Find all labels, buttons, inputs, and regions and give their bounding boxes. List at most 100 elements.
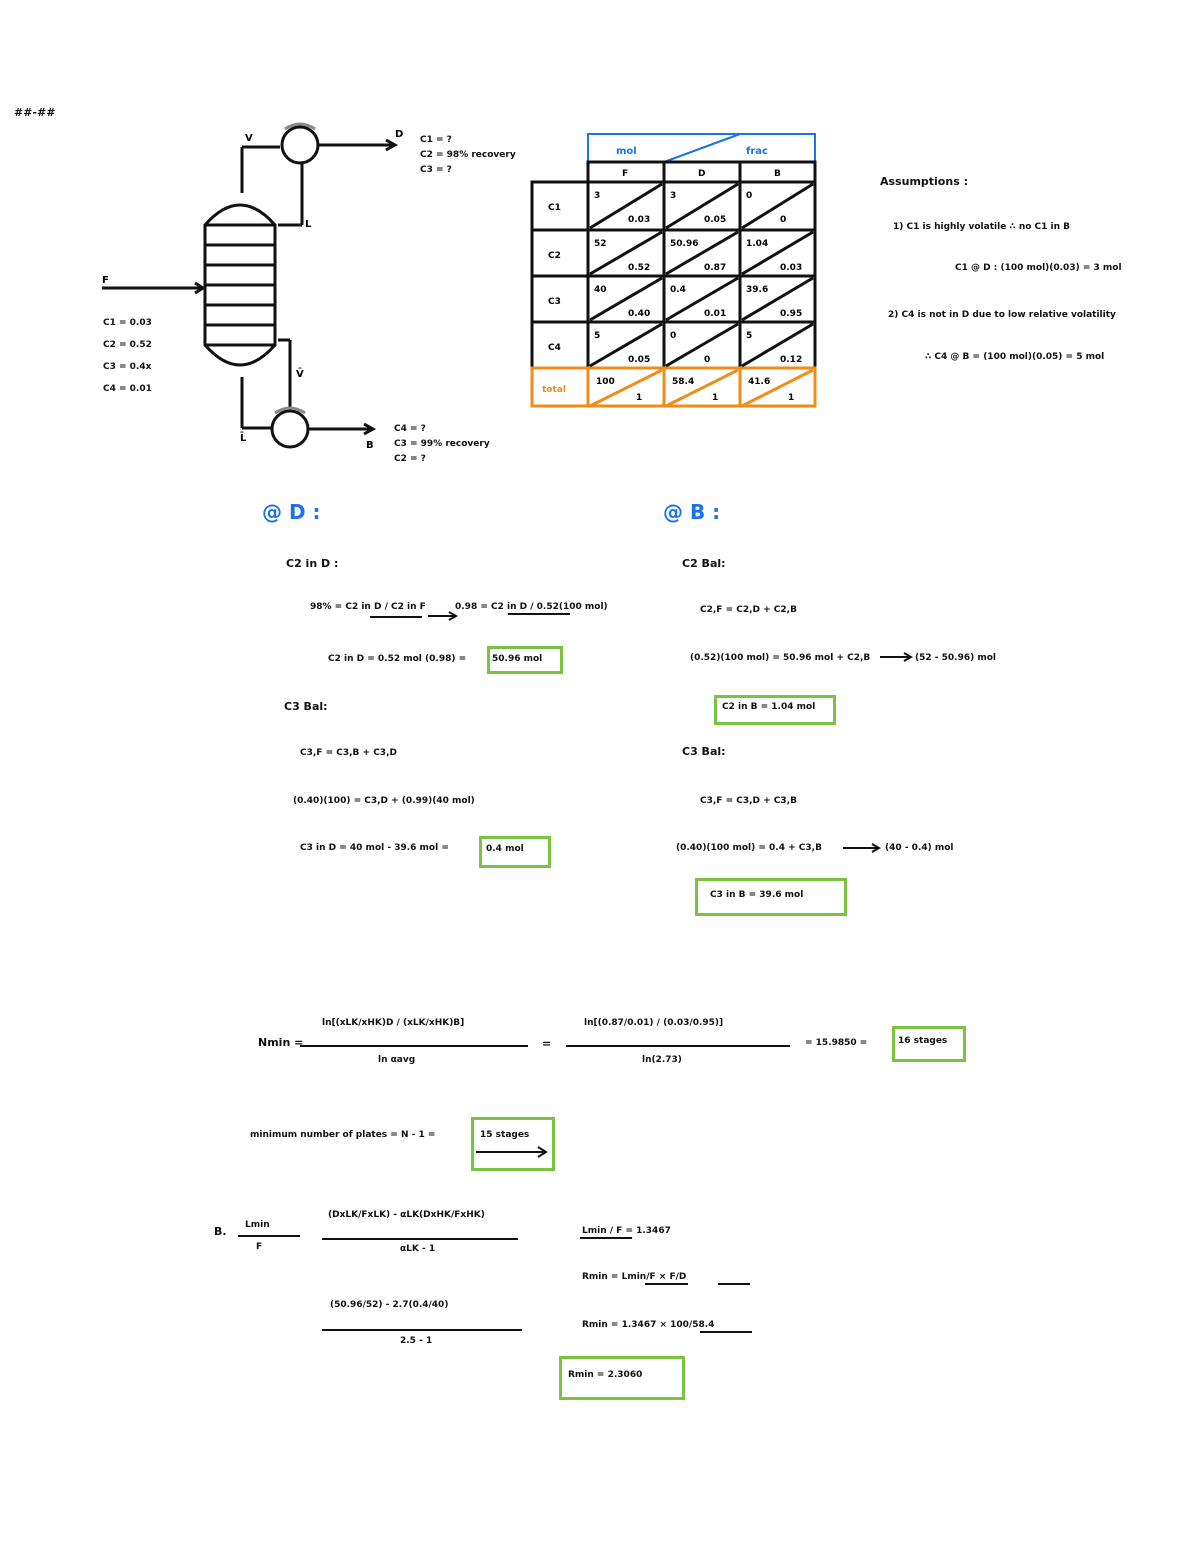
- table-total-mol: 58.4: [672, 377, 694, 387]
- underwood-rhs2-num: (50.96/52) - 2.7(0.4/40): [330, 1300, 449, 1310]
- underwood-rhs2-den: 2.5 - 1: [400, 1336, 433, 1346]
- assumption-line: 2) C4 is not in D due to low relative vo…: [888, 310, 1116, 320]
- table-cell-frac: 0.12: [780, 355, 802, 365]
- underwood-rhs-num: (DxLK/FxLK) - αLK(DxHK/FxHK): [328, 1210, 485, 1220]
- underwood-rhs-den: αLK - 1: [400, 1244, 436, 1254]
- b-eq4: (0.40)(100 mol) = 0.4 + C3,B: [676, 843, 822, 853]
- bottom-liquid-label: L̄: [239, 431, 247, 444]
- feed-comp-line: C2 = 0.52: [103, 340, 152, 350]
- table-cell-mol: 5: [746, 331, 752, 341]
- table-row-label: C2: [548, 251, 561, 261]
- table-cell-frac: 0.05: [628, 355, 650, 365]
- table-col-header: F: [622, 169, 628, 179]
- table-cell-frac: 0: [704, 355, 710, 365]
- feed-comp-line: C1 = 0.03: [103, 318, 152, 328]
- table-total-label: total: [542, 385, 566, 395]
- table-total-frac: 1: [636, 393, 642, 403]
- d-eq5: C3 in D = 40 mol - 39.6 mol =: [300, 843, 449, 853]
- fenske-den2: ln(2.73): [642, 1055, 682, 1065]
- table-cell-frac: 0.95: [780, 309, 802, 319]
- b-eq2b: (52 - 50.96) mol: [915, 653, 996, 663]
- table-cell-mol: 0.4: [670, 285, 686, 295]
- table-cell-mol: 5: [594, 331, 600, 341]
- table-total-mol: 41.6: [748, 377, 770, 387]
- d-c3-subheading: C3 Bal:: [284, 700, 328, 713]
- table-total-frac: 1: [712, 393, 718, 403]
- assumptions-title: Assumptions :: [880, 175, 968, 188]
- answer-box: [695, 878, 847, 916]
- table-cell-frac: 0.03: [780, 263, 802, 273]
- bottoms-label: B: [366, 440, 374, 451]
- group-left-label: mol: [616, 146, 637, 157]
- bottoms-spec: C4 = ? C3 = 99% recovery C2 = ?: [394, 422, 490, 467]
- d-c2-subheading: C2 in D :: [286, 557, 339, 570]
- assumption-line: 1) C1 is highly volatile ∴ no C1 in B: [893, 222, 1071, 232]
- spec-line: C2 = ?: [394, 454, 426, 464]
- d-eq3: C3,F = C3,B + C3,D: [300, 748, 397, 758]
- distillation-column-diagram: V L D F V̄ L̄ B: [102, 122, 403, 451]
- underwood-r3: Rmin = 1.3467 × 100/58.4: [582, 1320, 715, 1330]
- table-cell-mol: 3: [670, 191, 676, 201]
- fenske-result: = 15.9850 =: [805, 1038, 868, 1048]
- spec-line: C3 = ?: [420, 165, 452, 175]
- spec-line: C3 = 99% recovery: [394, 439, 490, 449]
- at-b-heading: @ B :: [663, 500, 721, 524]
- table-cell-frac: 0.40: [628, 309, 650, 319]
- table-cell-frac: 0.03: [628, 215, 650, 225]
- table-cell-mol: 39.6: [746, 285, 768, 295]
- b-eq1: C2,F = C2,D + C2,B: [700, 605, 797, 615]
- feed-label: F: [102, 275, 109, 286]
- table-cell-mol: 1.04: [746, 239, 768, 249]
- b-c2-subheading: C2 Bal:: [682, 557, 726, 570]
- spec-line: C4 = ?: [394, 424, 426, 434]
- fenske-ans: 16 stages: [898, 1036, 948, 1046]
- answer-box: [471, 1117, 555, 1171]
- d-eq1b: 0.98 = C2 in D / 0.52(100 mol): [455, 602, 608, 612]
- page-label: ##-##: [14, 106, 56, 119]
- b-ans1: C2 in B = 1.04 mol: [722, 702, 816, 712]
- bottom-vapor-label: V̄: [296, 367, 304, 380]
- answer-box: [892, 1026, 966, 1062]
- fenske-num2: ln[(0.87/0.01) / (0.03/0.95)]: [584, 1018, 724, 1028]
- table-col-header: B: [774, 169, 781, 179]
- table-cell-mol: 40: [594, 285, 607, 295]
- spec-line: C2 = 98% recovery: [420, 150, 516, 160]
- table-cell-frac: 0.01: [704, 309, 726, 319]
- table-cell-frac: 0.87: [704, 263, 726, 273]
- table-cell-mol: 0: [670, 331, 676, 341]
- table-cell-mol: 3: [594, 191, 600, 201]
- underwood-label: B.: [214, 1225, 227, 1238]
- distillate-label: D: [395, 129, 403, 140]
- assumption-line: C1 @ D : (100 mol)(0.03) = 3 mol: [955, 263, 1122, 273]
- underwood-lhs-num: Lmin: [245, 1220, 270, 1230]
- feed-comp-line: C3 = 0.4x: [103, 362, 152, 372]
- table-row-label: C1: [548, 203, 561, 213]
- b-c3-subheading: C3 Bal:: [682, 745, 726, 758]
- at-d-heading: @ D :: [262, 500, 321, 524]
- b-eq3: C3,F = C3,D + C3,B: [700, 796, 797, 806]
- underwood-ans: Rmin = 2.3060: [568, 1370, 643, 1380]
- b-eq2: (0.52)(100 mol) = 50.96 mol + C2,B: [690, 653, 871, 663]
- table-cell-mol: 52: [594, 239, 607, 249]
- feed-composition: C1 = 0.03 C2 = 0.52 C3 = 0.4x C4 = 0.01: [103, 312, 152, 400]
- vapor-label: V: [245, 133, 253, 144]
- underwood-lhs-den: F: [256, 1242, 263, 1252]
- b-eq4b: (40 - 0.4) mol: [885, 843, 954, 853]
- plates-ans: 15 stages: [480, 1130, 530, 1140]
- table-cell-frac: 0: [780, 215, 786, 225]
- fenske-eq: =: [542, 1037, 552, 1050]
- feed-comp-line: C4 = 0.01: [103, 384, 152, 394]
- answer-box: [487, 646, 563, 674]
- answer-box: [714, 695, 836, 725]
- d-eq1: 98% = C2 in D / C2 in F: [310, 602, 426, 612]
- d-ans1: 50.96 mol: [492, 654, 543, 664]
- b-ans2: C3 in B = 39.6 mol: [710, 890, 804, 900]
- reflux-label: L: [305, 219, 312, 230]
- table-col-header: D: [698, 169, 705, 179]
- table-row-label: C4: [548, 343, 561, 353]
- plates-text: minimum number of plates = N - 1 =: [250, 1130, 436, 1140]
- d-eq4: (0.40)(100) = C3,D + (0.99)(40 mol): [293, 796, 475, 806]
- d-ans2: 0.4 mol: [486, 844, 524, 854]
- fenske-den1: ln αavg: [378, 1055, 416, 1065]
- table-cell-mol: 50.96: [670, 239, 698, 249]
